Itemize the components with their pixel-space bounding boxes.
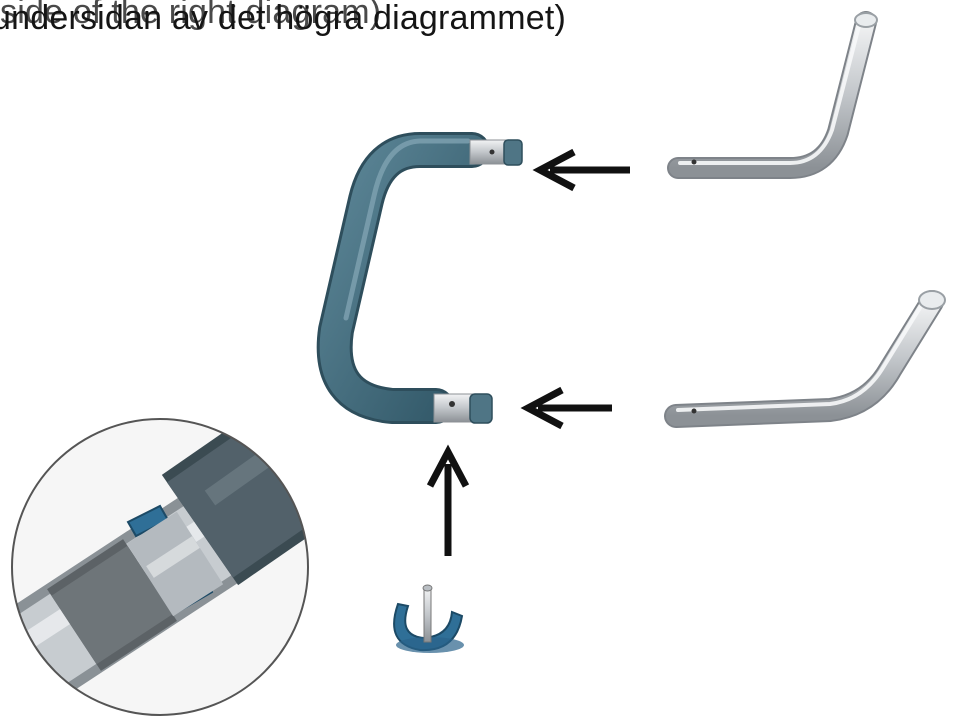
up-arrow-icon [426,444,470,556]
left-arrow-icon [520,386,612,430]
caption-swedish: undersidan av det högra diagrammet) [0,0,566,37]
upper-metal-tube [667,11,878,179]
blue-clip [393,584,464,653]
foam-handle [316,132,523,424]
left-arrow-icon [532,148,630,192]
lower-metal-tube [664,290,946,428]
detail-magnified-view [11,418,309,716]
caption-overprint-english: side of the right diagram) [0,0,382,31]
